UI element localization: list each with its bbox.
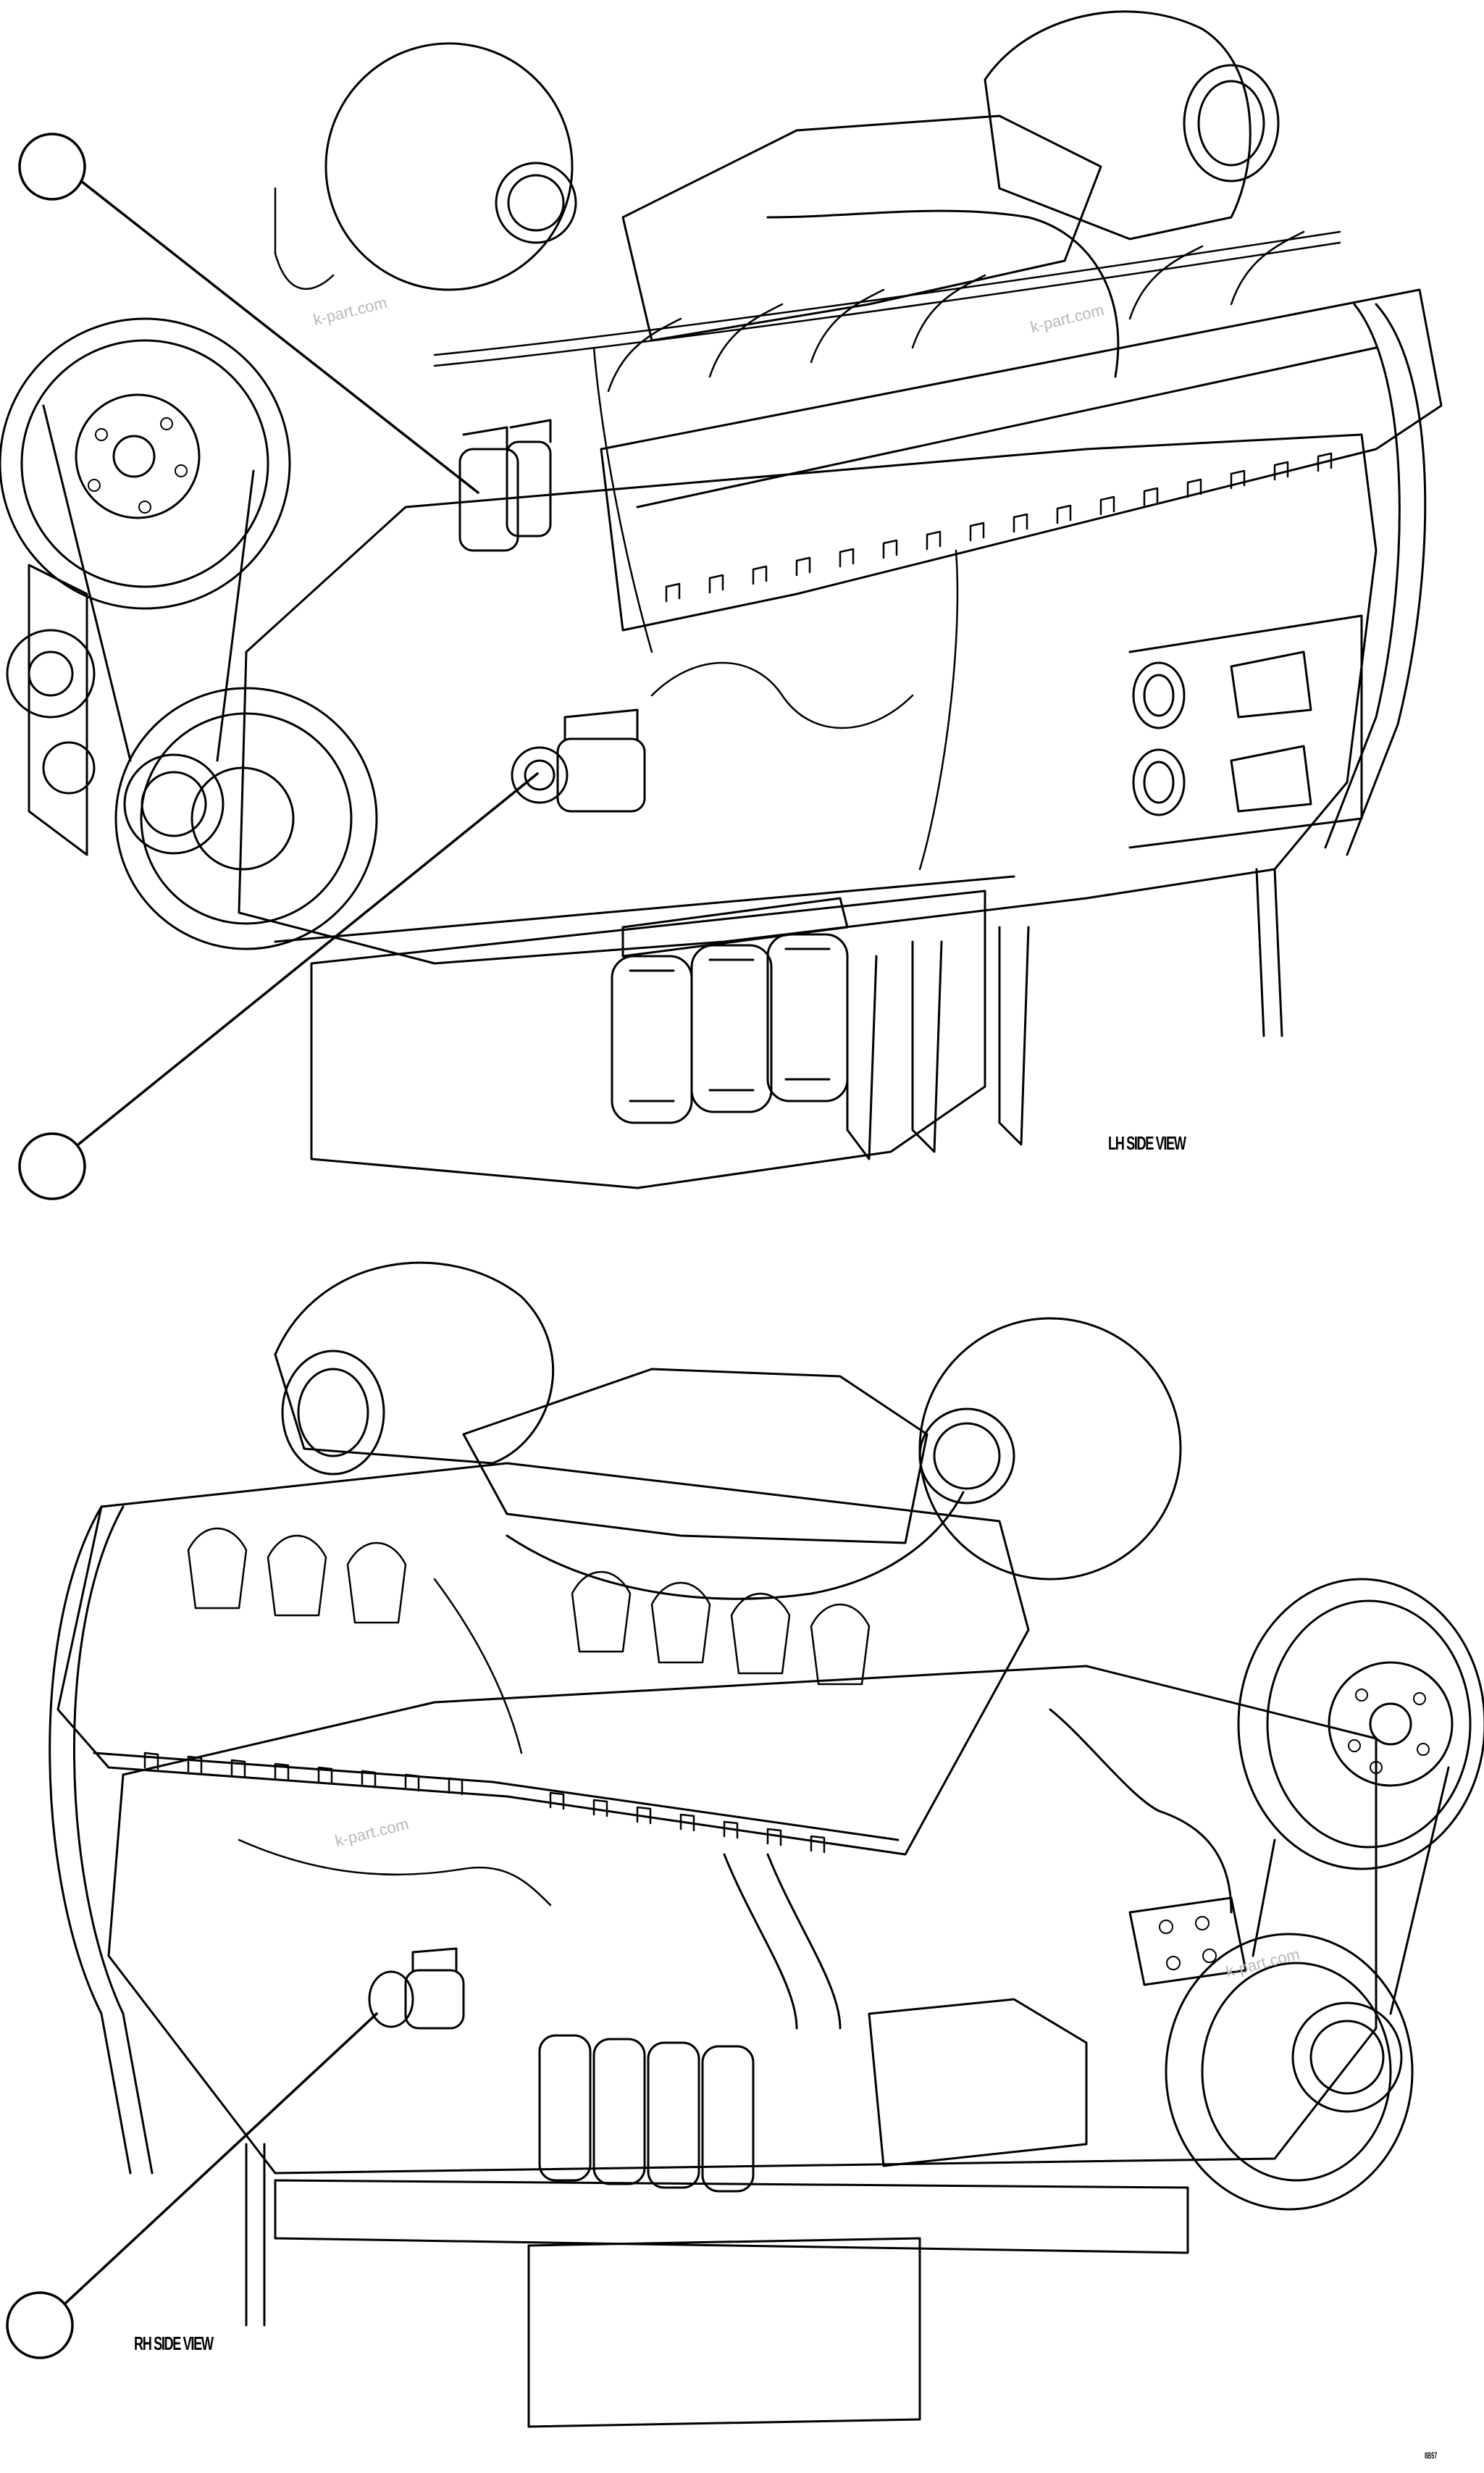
rh-fan-hub (1328, 1661, 1454, 1787)
lh-bracket-3 (998, 926, 1030, 1146)
lh-drive-belt-rear (216, 469, 255, 762)
rh-side-view-label: RH SIDE VIEW (134, 2332, 214, 2354)
lh-turbo-2 (984, 10, 1252, 240)
rh-turbo-1-outlet-inner (297, 1368, 369, 1457)
lh-oil-pan (310, 890, 986, 1189)
callout-circle-2[interactable] (18, 1132, 86, 1200)
lh-oil-tube-2 (918, 549, 959, 871)
lh-coolant-pipe-right-2 (1324, 303, 1401, 849)
rh-injectors (187, 1527, 871, 1686)
lh-oil-tube (592, 346, 653, 653)
lh-water-pump-inner (28, 650, 74, 697)
lh-accessory (42, 741, 96, 795)
lh-fuel-lines (433, 230, 1341, 393)
lh-filter-head (621, 897, 849, 958)
lh-turbo-1-outlet (495, 162, 577, 244)
rh-oil-tube (433, 1578, 523, 1754)
callout-leader-2 (77, 772, 539, 1146)
rh-coolant-pipe-left (49, 1505, 132, 2175)
rh-cooler (868, 1998, 1088, 2167)
rh-belt-rear (1389, 1766, 1450, 2015)
lh-side-view-label: LH SIDE VIEW (1108, 1132, 1186, 1154)
lh-side-view-engine (0, 10, 1443, 1189)
rh-fan-pulley (1237, 1578, 1484, 1870)
rh-fan-hub-bolts (1348, 1689, 1430, 1774)
lh-harness (650, 661, 914, 729)
lh-coolant-pipe-right (1346, 303, 1427, 856)
lh-engine-block (238, 433, 1378, 965)
rh-turbo-1-outlet (281, 1350, 385, 1476)
rh-idler-pulley (1291, 2001, 1403, 2113)
rh-oil-pan-flange (274, 2179, 1189, 2254)
lh-idler-pulley (123, 753, 225, 855)
lh-fuel-water-separator (458, 419, 552, 552)
lh-fan-pulley-ring (20, 339, 269, 588)
rh-belt-front (1252, 1838, 1276, 1957)
rh-valve-cover (56, 1462, 1030, 1856)
lh-fan-hub-center (112, 435, 156, 478)
lh-fan-pulley (0, 317, 291, 610)
rh-oil-pan (527, 2237, 921, 2428)
rh-filters (538, 2034, 755, 2193)
rh-fan-pulley-ring (1266, 1599, 1472, 1849)
lh-drain-tube (1255, 868, 1265, 1037)
rh-callouts (6, 2012, 378, 2359)
sheet-code: 8B57 (1425, 2451, 1438, 2461)
rh-coolant-pipe-right (1049, 1708, 1233, 1914)
rh-turbo-2-outlet-inner (933, 1422, 1001, 1490)
callout-leader-3 (64, 2012, 378, 2305)
rh-harness (238, 1838, 552, 1907)
rh-turbo-2-outlet (918, 1407, 1015, 1505)
callout-circle-1[interactable] (18, 133, 86, 201)
rh-crossover-pipe (506, 1491, 965, 1600)
rh-valve-cover-ridge (93, 1752, 900, 1841)
lh-callouts (18, 133, 539, 1200)
lh-crank-pulley-ring (140, 712, 353, 925)
lh-bracket-1 (846, 955, 878, 1160)
rh-fan-hub-center (1369, 1702, 1412, 1746)
lh-turbo-1 (324, 42, 574, 291)
lh-crank-pulley (114, 687, 378, 950)
lh-idler-pulley-inner (141, 771, 207, 837)
lh-valve-cover-notches (665, 452, 1333, 603)
lh-crossover-pipe (766, 209, 1120, 378)
lh-fuel-pump (511, 708, 646, 813)
rh-tensioner (1128, 1896, 1247, 1986)
lh-valve-cover-ridge (636, 346, 1378, 509)
lh-crank-pulley-hub (190, 766, 295, 871)
lh-fuel-filters (611, 933, 849, 1124)
rh-crank-pulley-ring (1201, 1962, 1392, 2182)
lh-breather (274, 187, 335, 290)
rh-sensor (368, 1947, 465, 2030)
callout-circle-3[interactable] (6, 2291, 74, 2359)
rh-turbo-2 (918, 1317, 1182, 1581)
callout-leader-1 (80, 180, 479, 494)
rh-engine-block (107, 1665, 1378, 2175)
rh-idler-pulley-inner (1309, 2020, 1385, 2095)
lh-starter-motors (1128, 614, 1363, 849)
rh-valve-cover-notches (143, 1752, 826, 1854)
rh-tensioner-bolts (1159, 1916, 1217, 1970)
lh-oil-pan-flange (274, 875, 1015, 943)
lh-drain-tube-2 (1273, 868, 1283, 1037)
rh-air-manifold (462, 1368, 928, 1544)
rh-coolant-pipe-left-2 (73, 1505, 154, 2175)
lh-turbo-2-outlet-inner (1197, 80, 1265, 167)
lh-drive-belt-front (42, 404, 132, 762)
lh-air-manifold (621, 114, 1102, 342)
rh-side-view-engine (49, 1261, 1484, 2428)
lh-valve-cover (600, 288, 1443, 632)
lh-fan-hub-bolts (88, 417, 188, 514)
rh-coolant-pipe-right-2 (723, 1853, 842, 2030)
lh-turbo-1-outlet-inner (507, 174, 565, 232)
lh-fan-hub (75, 393, 201, 519)
rh-crank-pulley (1165, 1933, 1414, 2211)
rh-turbo-1 (274, 1261, 555, 1465)
lh-bracket-2 (911, 940, 943, 1153)
lh-turbo-2-outlet (1183, 64, 1280, 183)
lh-front-cover (28, 564, 88, 856)
lh-water-pump (6, 629, 96, 719)
